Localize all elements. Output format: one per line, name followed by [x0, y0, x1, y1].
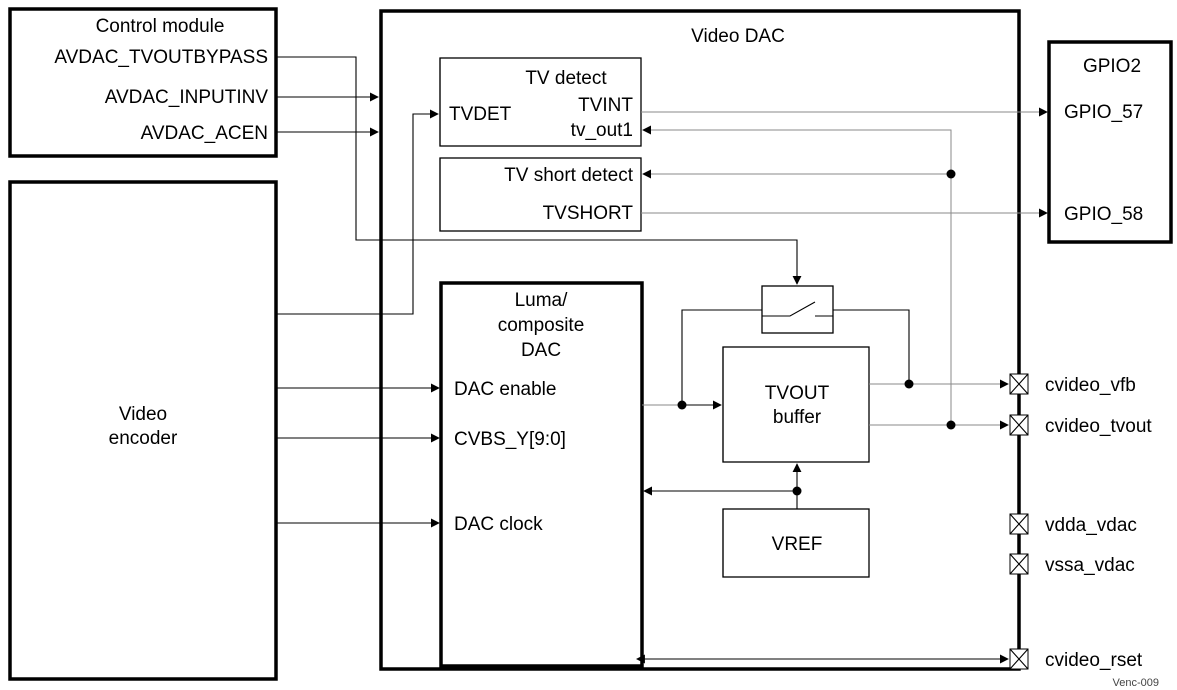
wire-encoder-tvdet	[276, 109, 439, 315]
pin-pad-cvideo-rset	[1009, 648, 1029, 670]
tv-detect-title: TV detect	[525, 68, 607, 89]
tv-short-detect-title: TV short detect	[504, 165, 634, 186]
tv-short-detect-box	[439, 157, 642, 232]
vref-label: VREF	[772, 534, 823, 555]
pin-pad-cvideo-tvout	[1009, 414, 1029, 436]
tvint-label: TVINT	[578, 95, 633, 116]
tvshort-label: TVSHORT	[543, 203, 634, 224]
luma-dac-title-3: DAC	[521, 340, 561, 361]
wire-switch-left	[681, 309, 762, 405]
gpio-57-label: GPIO_57	[1064, 102, 1143, 123]
junction-dot	[946, 169, 956, 179]
luma-dac-box	[439, 281, 644, 668]
pin-label-vssa-vdac: vssa_vdac	[1045, 555, 1135, 576]
bypass-switch-box	[761, 285, 834, 334]
gpio2-title: GPIO2	[1083, 56, 1141, 77]
tvout-buffer-box	[722, 346, 870, 463]
video-encoder-label-2: encoder	[109, 428, 178, 449]
wire-switch-right	[833, 309, 910, 384]
wire-tvout-feedback	[642, 125, 952, 425]
junction-dot	[792, 486, 802, 496]
signal-avdac-tvoutbypass: AVDAC_TVOUTBYPASS	[54, 47, 268, 68]
wire-tvoutbypass	[276, 56, 802, 285]
pin-label-cvideo-vfb: cvideo_vfb	[1045, 375, 1136, 396]
junction-dot	[904, 379, 914, 389]
pin-pad-vssa-vdac	[1009, 553, 1029, 575]
gpio-58-label: GPIO_58	[1064, 204, 1143, 225]
tv-detect-box	[439, 57, 642, 147]
tvout-buffer-label-1: TVOUT	[765, 383, 830, 404]
luma-dac-title-2: composite	[498, 315, 585, 336]
video-dac-title: Video DAC	[691, 26, 785, 47]
video-encoder-box	[8, 180, 278, 681]
pin-pad-cvideo-vfb	[1009, 373, 1029, 395]
bypass-switch-contact	[762, 301, 833, 317]
dac-clock-label: DAC clock	[454, 514, 543, 535]
pin-pad-vdda-vdac	[1009, 513, 1029, 535]
signal-avdac-inputinv: AVDAC_INPUTINV	[105, 87, 269, 108]
tvdet-label: TVDET	[449, 104, 512, 125]
gpio2-box	[1047, 40, 1173, 244]
pin-label-cvideo-rset: cvideo_rset	[1045, 650, 1143, 671]
pin-label-cvideo-tvout: cvideo_tvout	[1045, 416, 1152, 437]
junction-dot	[677, 400, 687, 410]
dac-enable-label: DAC enable	[454, 379, 556, 400]
junction-dot	[946, 420, 956, 430]
control-module-title: Control module	[96, 16, 225, 37]
figure-id: Venc-009	[1113, 677, 1159, 689]
video-encoder-label-1: Video	[119, 404, 167, 425]
cvbs-y-label: CVBS_Y[9:0]	[454, 429, 566, 450]
control-module-box	[8, 7, 278, 158]
pin-label-vdda-vdac: vdda_vdac	[1045, 515, 1137, 536]
signal-avdac-acen: AVDAC_ACEN	[141, 123, 268, 144]
tvout-buffer-label-2: buffer	[773, 407, 822, 428]
tv-out1-label: tv_out1	[571, 120, 633, 141]
luma-dac-title-1: Luma/	[515, 290, 569, 311]
